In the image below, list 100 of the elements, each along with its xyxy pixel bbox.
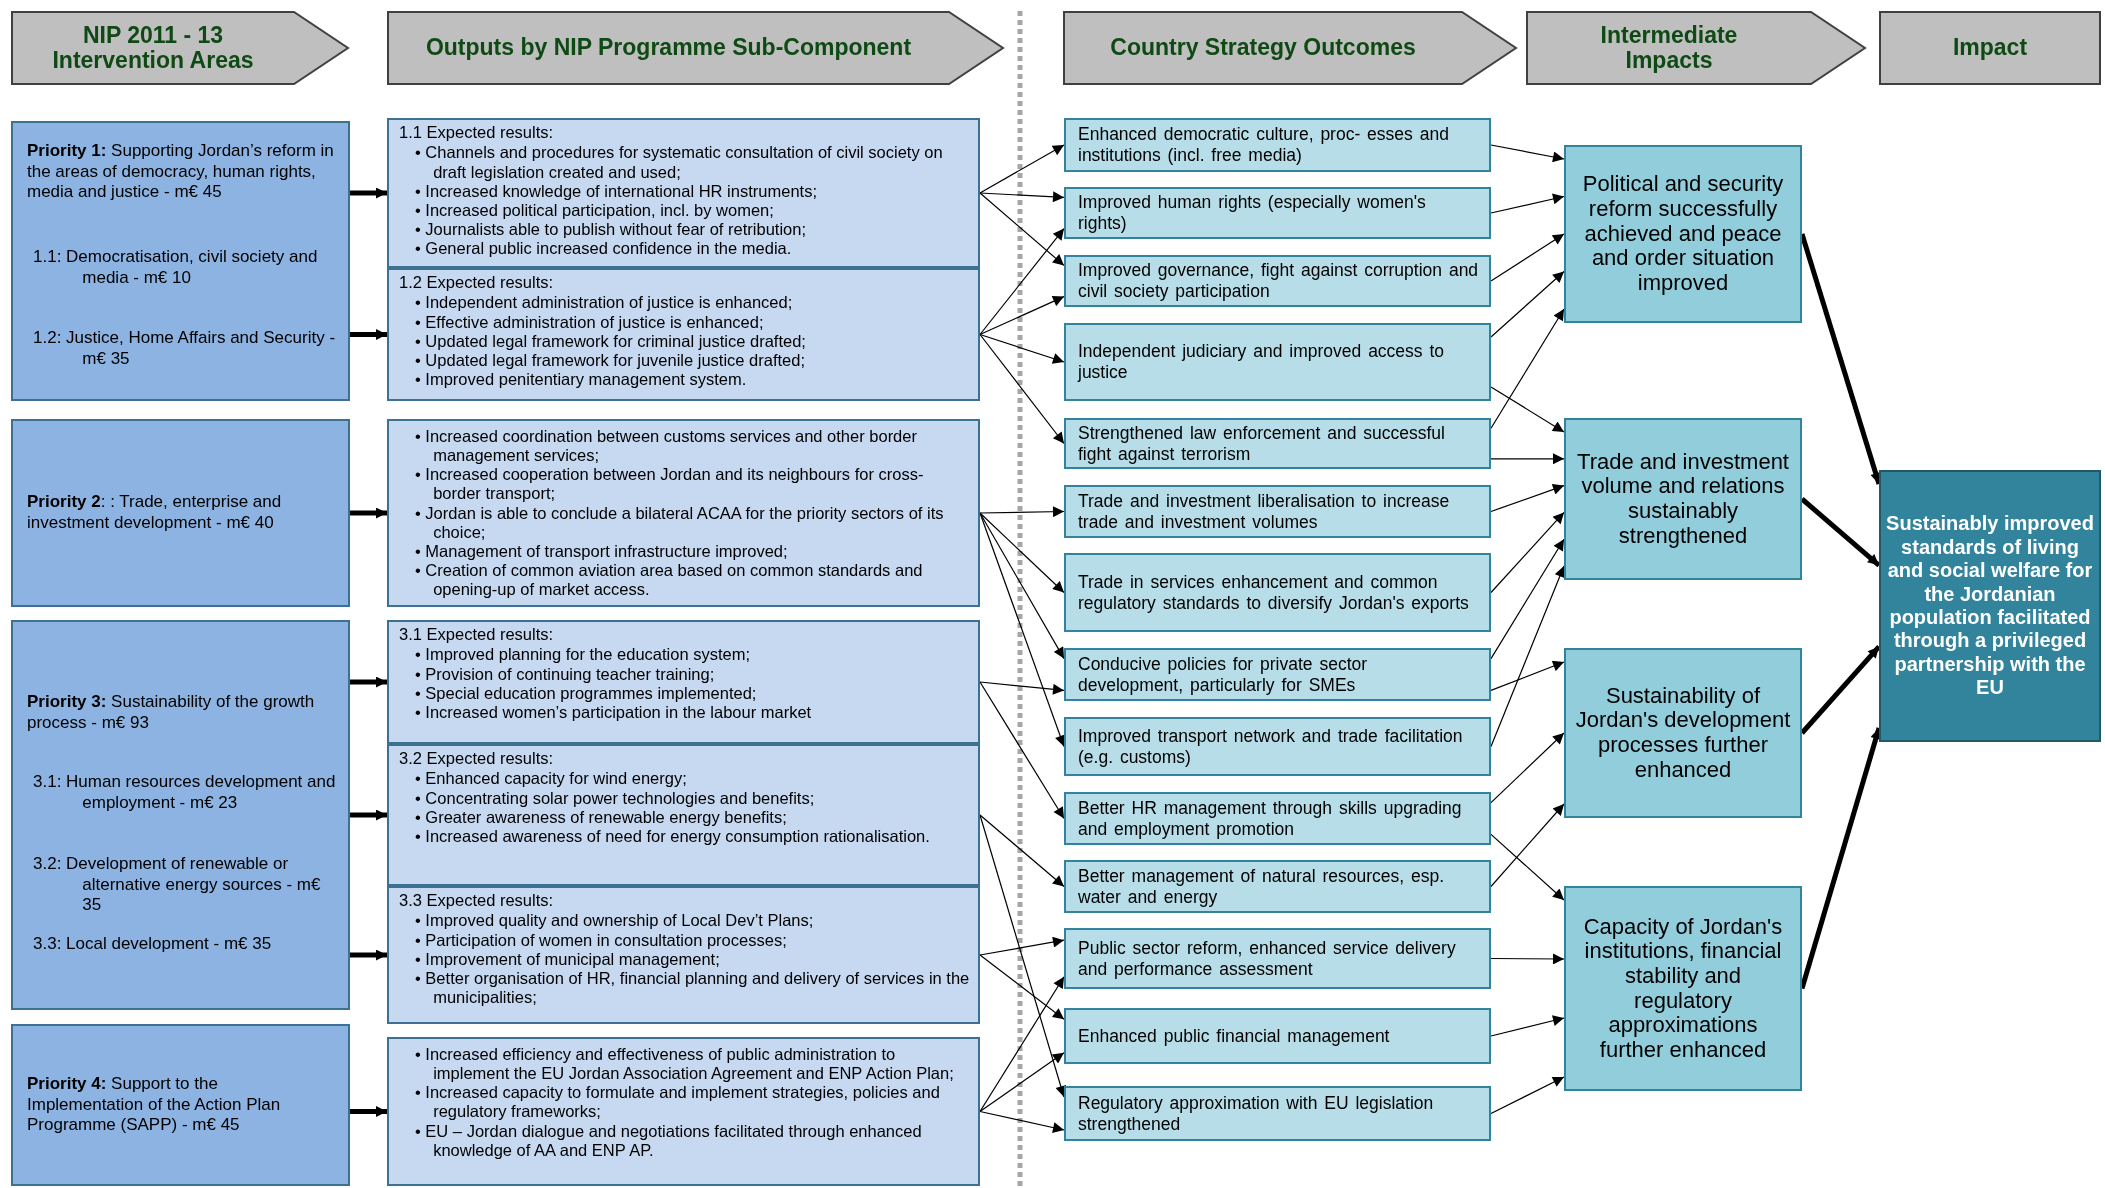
arrow [350, 187, 387, 199]
arrow [1490, 803, 1565, 888]
result-item: • Updated legal framework for criminal justice drafted; [415, 331, 807, 351]
arrow [1490, 511, 1565, 594]
outcome-box [1064, 648, 1491, 701]
header-title: Intermediate Impacts [1599, 22, 1739, 74]
sub-priority-text: 3.3: Local development - m€ 35 [33, 934, 273, 955]
results-box [387, 419, 980, 607]
outcome-text: Regulatory approximation with EU legislation strengthened [1078, 1092, 1435, 1135]
results-box [387, 118, 980, 268]
arrow [350, 507, 387, 519]
arrow [1490, 386, 1565, 433]
arrow [979, 1052, 1065, 1113]
section-header [1063, 11, 1517, 85]
result-item: • Increased capacity to formulate and implement strategies, policies and regulatory frameworks; [415, 1083, 941, 1122]
priority-text: Priority 3: Sustainability of the growth process - m€ 93 [27, 692, 316, 734]
arrow [979, 936, 1065, 956]
outcome-text: Improved human rights (especially women's rights) [1078, 192, 1427, 234]
outcome-box [1064, 255, 1491, 307]
arrow [979, 192, 1065, 266]
impact-box [1564, 418, 1802, 580]
outcome-box [1064, 485, 1491, 538]
result-item: • Enhanced capacity for wind energy; [415, 769, 688, 789]
results-heading: 1.2 Expected results: [399, 273, 555, 293]
arrow [350, 676, 387, 688]
result-item: • EU – Jordan dialogue and negotiations facilitated through enhanced knowledge of AA and ENP AP. [415, 1121, 923, 1160]
outcome-text: Improved transport network and trade facilitation (e.g. customs) [1078, 725, 1464, 768]
result-item: • Concentrating solar power technologies and benefits; [415, 788, 816, 808]
arrow [350, 1106, 387, 1117]
arrow [1490, 953, 1565, 965]
outcome-box [1064, 860, 1491, 913]
outcome-box [1064, 1086, 1491, 1141]
sub-priority-text: 1.1: Democratisation, civil society and media - m€ 10 [33, 247, 319, 289]
arrow [1490, 833, 1565, 901]
arrow [1490, 538, 1565, 660]
arrow [979, 681, 1065, 820]
priority-text: Priority 2: : Trade, enterprise and investment development - m€ 40 [27, 492, 283, 534]
results-box [387, 886, 980, 1024]
result-item: • Increased efficiency and effectiveness of public administration to implement the EU Jordan Association Agreement and ENP Action Plan; [415, 1045, 955, 1084]
impact-goal-box [1879, 470, 2101, 742]
header-title: Country Strategy Outcomes [1110, 35, 1416, 61]
impact-box [1564, 648, 1802, 818]
outcome-text: Independent judiciary and improved access to justice [1078, 341, 1446, 383]
arrow [979, 814, 1065, 888]
priority-box [11, 1024, 350, 1186]
arrow [1490, 308, 1565, 429]
result-item: • Greater awareness of renewable energy benefits; [415, 807, 788, 827]
result-item: • Updated legal framework for juvenile justice drafted; [415, 350, 807, 370]
sub-priority-text: 1.2: Justice, Home Affairs and Security - m€ 35 [33, 328, 337, 370]
arrow [350, 329, 387, 340]
result-item: • General public increased confidence in the media. [415, 239, 793, 259]
results-box [387, 620, 980, 744]
result-item: • Special education programmes implemented; [415, 683, 758, 703]
priority-text: Priority 1: Supporting Jordan’s reform in the areas of democracy, human rights, media and justice - m€ 45 [27, 141, 335, 204]
result-item: • Increased knowledge of international HR instruments; [415, 181, 818, 201]
outcome-text: Strengthened law enforcement and successful fight against terrorism [1078, 422, 1446, 465]
outcome-box [1064, 187, 1491, 239]
header-title: Outputs by NIP Programme Sub-Component [425, 35, 912, 61]
results-box [387, 268, 980, 401]
arrow [979, 512, 1065, 594]
header-title: NIP 2011 - 13 Intervention Areas [51, 22, 255, 74]
arrow [1490, 660, 1565, 691]
results-box [387, 744, 980, 886]
results-heading: 3.3 Expected results: [399, 891, 555, 911]
impact-text: Capacity of Jordan's institutions, financial stability and regulatory approximations further enhanced [1582, 914, 1784, 1063]
results-heading: 1.1 Expected results: [399, 123, 555, 143]
result-item: • Management of transport infrastructure improved; [415, 541, 789, 561]
result-item: • Independent administration of justice is enhanced; [415, 293, 794, 313]
result-item: • Participation of women in consultation processes; [415, 930, 788, 950]
impact-box [1564, 145, 1802, 323]
result-item: • Improved penitentiary management system. [415, 369, 748, 390]
outcome-box [1064, 1008, 1491, 1064]
result-item: • Increased coordination between customs services and other border management services; [415, 427, 918, 466]
sub-priority-text: 3.2: Development of renewable or alternative energy sources - m€ 35 [33, 854, 322, 917]
arrow [1490, 193, 1565, 214]
arrow [1490, 233, 1565, 282]
outcome-text: Improved governance, fight against corruption and civil society participation [1078, 260, 1479, 302]
results-heading: 3.1 Expected results: [399, 625, 555, 645]
arrow [979, 191, 1065, 203]
impact-box [1564, 886, 1802, 1091]
outcome-box [1064, 418, 1491, 469]
arrow [979, 296, 1065, 336]
result-item: • Increased cooperation between Jordan and its neighbours for cross-border transport; [415, 465, 925, 504]
arrow [350, 949, 387, 961]
results-box [387, 1037, 980, 1186]
arrow [979, 954, 1065, 1020]
arrow [979, 506, 1065, 518]
outcome-box [1064, 323, 1491, 401]
arrow [979, 144, 1065, 194]
arrow [1490, 1015, 1565, 1037]
impact-text: Sustainability of Jordan's development processes further enhanced [1574, 683, 1792, 783]
outcome-box [1064, 553, 1491, 632]
priority-text: Priority 4: Support to the Implementation of the Action Plan Programme (SAPP) - m€ 45 [27, 1073, 282, 1137]
arrow [979, 333, 1065, 364]
results-heading: 3.2 Expected results: [399, 749, 555, 769]
priority-box [11, 121, 350, 401]
impact-text: Trade and investment volume and relations sustainably strengthened [1576, 449, 1790, 549]
result-item: • Provision of continuing teacher training; [415, 664, 716, 684]
sub-priority-text: 3.1: Human resources development and employment - m€ 23 [33, 772, 337, 814]
result-item: • Channels and procedures for systematic consultation of civil society on draft legislation created and used; [415, 143, 944, 182]
